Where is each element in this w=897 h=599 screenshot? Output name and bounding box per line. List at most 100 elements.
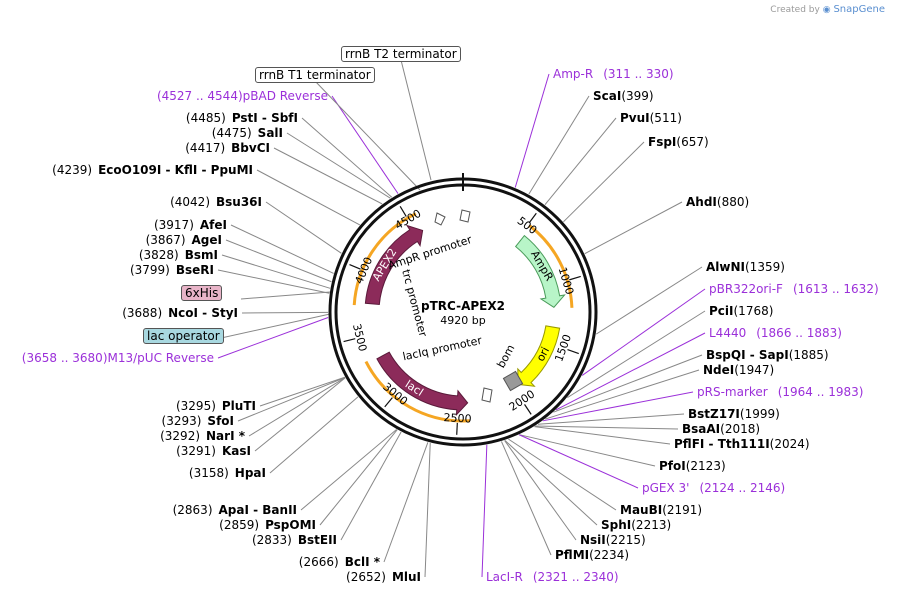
enzyme-label[interactable]: (3292)NarI * bbox=[160, 429, 245, 443]
enzyme-label[interactable]: (3295)PluTI bbox=[176, 399, 256, 413]
leader-line bbox=[519, 434, 656, 467]
enzyme-label[interactable]: PflFI - Tth111I(2024) bbox=[674, 437, 816, 451]
leader-line bbox=[230, 224, 334, 274]
enzyme-label[interactable]: (3867)AgeI bbox=[146, 233, 222, 247]
leader-line bbox=[553, 354, 703, 413]
tick-mark bbox=[524, 404, 532, 415]
enzyme-label[interactable]: (4485)PstI - SbfI bbox=[186, 111, 298, 125]
enzyme-label[interactable]: (3917)AfeI bbox=[154, 218, 227, 232]
site-name: SalI bbox=[257, 126, 283, 140]
leader-line bbox=[500, 441, 552, 556]
site-position: (2321 .. 2340) bbox=[532, 570, 619, 584]
feature-arrow-apex2 bbox=[364, 224, 424, 306]
site-position: (3867) bbox=[145, 233, 186, 247]
feature-box-label[interactable]: rrnB T2 terminator bbox=[341, 46, 461, 62]
leader-line bbox=[202, 313, 331, 343]
enzyme-label[interactable]: NdeI(1947) bbox=[703, 363, 780, 377]
enzyme-label[interactable]: PflMI(2234) bbox=[555, 548, 635, 562]
enzyme-label[interactable]: (3799)BseRI bbox=[130, 263, 214, 277]
site-position: (4417) bbox=[185, 141, 226, 155]
feature-box-label[interactable]: rrnB T1 terminator bbox=[255, 67, 375, 83]
site-name: FspI bbox=[648, 135, 677, 149]
primer-label[interactable]: LacI-R(2321 .. 2340) bbox=[486, 570, 619, 584]
enzyme-label[interactable]: AlwNI(1359) bbox=[706, 260, 791, 274]
enzyme-label[interactable]: (4417)BbvCI bbox=[185, 141, 270, 155]
site-name: L4440 bbox=[709, 326, 747, 340]
leader-line bbox=[331, 95, 399, 194]
tick-label: 4500 bbox=[393, 207, 424, 232]
enzyme-label[interactable]: BsaAI(2018) bbox=[682, 422, 766, 436]
primer-label[interactable]: (4527 .. 4544)pBAD Reverse bbox=[147, 89, 328, 103]
enzyme-label[interactable]: FspI(657) bbox=[648, 135, 715, 149]
site-name: pGEX 3' bbox=[642, 481, 690, 495]
leader-line bbox=[225, 239, 332, 283]
leader-line bbox=[301, 117, 393, 198]
site-name: PvuI bbox=[620, 111, 650, 125]
enzyme-label[interactable]: (4475)SalI bbox=[212, 126, 283, 140]
leader-line bbox=[537, 413, 685, 425]
enzyme-label[interactable]: (2652)MluI bbox=[346, 570, 421, 584]
leader-line bbox=[504, 439, 598, 526]
enzyme-label[interactable]: (2666)BclI * bbox=[299, 555, 380, 569]
site-position: (1359) bbox=[745, 260, 785, 274]
site-name: EcoO109I - KflI - PpuMI bbox=[98, 163, 253, 177]
primer-label[interactable]: L4440(1866 .. 1883) bbox=[709, 326, 842, 340]
enzyme-label[interactable]: (2863)ApaI - BanII bbox=[173, 503, 297, 517]
enzyme-label[interactable]: SphI(2213) bbox=[601, 518, 677, 532]
site-position: (311 .. 330) bbox=[603, 67, 674, 81]
site-name: NcoI - StyI bbox=[168, 306, 238, 320]
site-position: (3828) bbox=[138, 248, 179, 262]
site-position: (4239) bbox=[52, 163, 93, 177]
site-name: MauBI bbox=[620, 503, 663, 517]
enzyme-label[interactable]: PfoI(2123) bbox=[659, 459, 732, 473]
leader-line bbox=[319, 429, 398, 526]
enzyme-label[interactable]: (4239) EcoO109I - KflI - PpuMI bbox=[52, 163, 253, 177]
leader-line bbox=[265, 201, 342, 254]
leader-line bbox=[241, 311, 329, 314]
enzyme-label[interactable]: BspQI - SapI(1885) bbox=[706, 348, 835, 362]
promoter-label: bom bbox=[494, 343, 517, 371]
enzyme-label[interactable]: (4042)Bsu36I bbox=[170, 195, 262, 209]
enzyme-label[interactable]: MauBI(2191) bbox=[620, 503, 708, 517]
site-position: (1999) bbox=[739, 407, 780, 421]
site-name: AfeI bbox=[199, 218, 227, 232]
enzyme-label[interactable]: ScaI(399) bbox=[593, 89, 660, 103]
site-position: (511) bbox=[649, 111, 682, 125]
feature-box-label[interactable]: 6xHis bbox=[181, 285, 223, 301]
enzyme-label[interactable]: (2833)BstEII bbox=[252, 533, 337, 547]
site-name: pBR322ori-F bbox=[709, 282, 783, 296]
leader-line bbox=[567, 310, 706, 399]
enzyme-label[interactable]: (2859)PspOMI bbox=[219, 518, 316, 532]
site-position: (1768) bbox=[733, 304, 774, 318]
site-name: PflMI bbox=[555, 548, 590, 562]
enzyme-label[interactable]: (3293)SfoI bbox=[162, 414, 234, 428]
enzyme-label[interactable]: PciI(1768) bbox=[709, 304, 779, 318]
primer-label[interactable]: Amp-R(311 .. 330) bbox=[553, 67, 674, 81]
enzyme-label[interactable]: AhdI(880) bbox=[686, 195, 755, 209]
primer-label[interactable]: pRS-marker(1964 .. 1983) bbox=[697, 385, 863, 399]
tick-label: 3500 bbox=[350, 322, 369, 352]
site-position: (2666) bbox=[298, 555, 339, 569]
enzyme-label[interactable]: NsiI(2215) bbox=[580, 533, 652, 547]
primer-label[interactable]: pGEX 3'(2124 .. 2146) bbox=[642, 481, 785, 495]
enzyme-label[interactable]: PvuI(511) bbox=[620, 111, 688, 125]
enzyme-label[interactable]: (3158)HpaI bbox=[189, 466, 266, 480]
primer-label[interactable]: pBR322ori-F(1613 .. 1632) bbox=[709, 282, 879, 296]
enzyme-label[interactable]: (3688)NcoI - StyI bbox=[122, 306, 238, 320]
enzyme-label[interactable]: BstZ17I(1999) bbox=[688, 407, 786, 421]
leader-line bbox=[508, 438, 617, 511]
leader-line bbox=[581, 288, 706, 376]
site-position: (4527 .. 4544) bbox=[156, 89, 243, 103]
site-name: BsaAI bbox=[682, 422, 721, 436]
primer-label[interactable]: (3658 .. 3680)M13/pUC Reverse bbox=[12, 351, 214, 365]
tick-label: 500 bbox=[515, 214, 540, 237]
label-leader-lines bbox=[202, 59, 706, 578]
site-name: SfoI bbox=[207, 414, 234, 428]
site-position: (3295) bbox=[175, 399, 216, 413]
feature-box-label[interactable]: lac operator bbox=[143, 328, 224, 344]
enzyme-label[interactable]: (3828)BsmI bbox=[139, 248, 218, 262]
enzyme-label[interactable]: (3291)KasI bbox=[176, 444, 251, 458]
site-position: (1964 .. 1983) bbox=[777, 385, 864, 399]
